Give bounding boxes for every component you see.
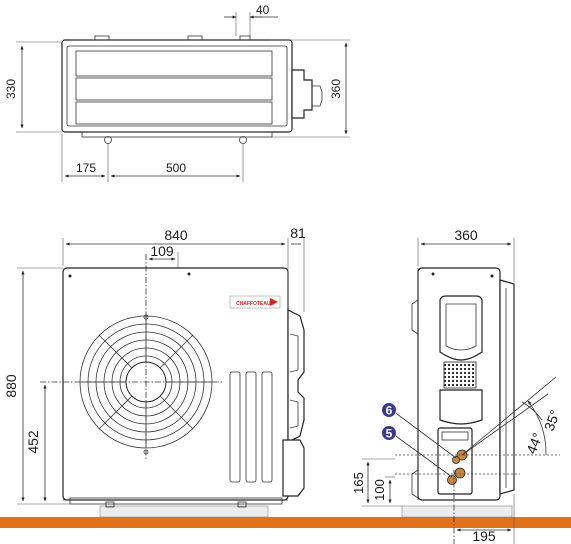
- brand-logo: CHAFFOTEAUX: [229, 295, 281, 309]
- dim-front-side-projection: 81: [290, 225, 306, 241]
- marker-upper-connection: 6: [381, 402, 397, 418]
- angle-lower: 44°: [523, 430, 546, 456]
- dim-front-height: 880: [3, 374, 19, 398]
- top-view-panel-upper: [75, 50, 273, 77]
- dim-side-upper-connection-height: 100: [372, 479, 387, 501]
- top-view-panel-lower: [75, 101, 273, 125]
- top-view-foot-right: [239, 136, 247, 144]
- dim-top-span: 500: [166, 161, 186, 175]
- svg-text:CHAFFOTEAUX: CHAFFOTEAUX: [236, 301, 274, 307]
- front-slot-3: [261, 371, 273, 483]
- dim-front-width: 840: [164, 227, 188, 243]
- top-view-valve-block: [291, 69, 313, 119]
- side-upper-handle: [439, 295, 483, 361]
- front-slot-2: [245, 371, 257, 483]
- dim-front-fan-center-height: 452: [25, 430, 41, 454]
- dim-top-offset: 175: [76, 161, 96, 175]
- angle-upper: 35°: [541, 408, 563, 433]
- top-view-panel-middle: [75, 77, 273, 101]
- front-side-valve-cover: [287, 309, 305, 443]
- side-base-plinth: [401, 505, 513, 518]
- marker-lower-connection: 5: [381, 425, 397, 441]
- svg-text:6: 6: [386, 404, 393, 418]
- front-view: CHAFFOTEAUX 840 81 109 880 452: [3, 225, 306, 508]
- top-view: 40 330 360 175 500: [4, 3, 350, 182]
- connection-fitting-lower: [447, 467, 466, 485]
- ground-strip: [0, 517, 571, 528]
- dim-top-pipe: 40: [256, 3, 270, 17]
- front-slot-1: [229, 371, 241, 483]
- side-view: 6 5 35° 44° 360 165 100 195: [351, 227, 563, 544]
- side-vent-grille: [443, 361, 477, 389]
- svg-text:5: 5: [386, 427, 393, 441]
- dim-side-depth: 360: [454, 227, 478, 243]
- dim-top-depth-total: 360: [329, 79, 343, 99]
- dim-front-fan-offset: 109: [150, 243, 174, 259]
- front-base-plinth: [99, 505, 269, 518]
- dim-side-lower-connection-height: 165: [351, 472, 366, 494]
- top-view-housing: [61, 39, 293, 133]
- dim-top-depth: 330: [4, 79, 18, 99]
- dim-side-connection-depth: 195: [472, 528, 496, 544]
- side-rear-grille: [499, 279, 515, 495]
- top-view-foot-left: [104, 136, 112, 144]
- side-lower-handle: [439, 389, 483, 425]
